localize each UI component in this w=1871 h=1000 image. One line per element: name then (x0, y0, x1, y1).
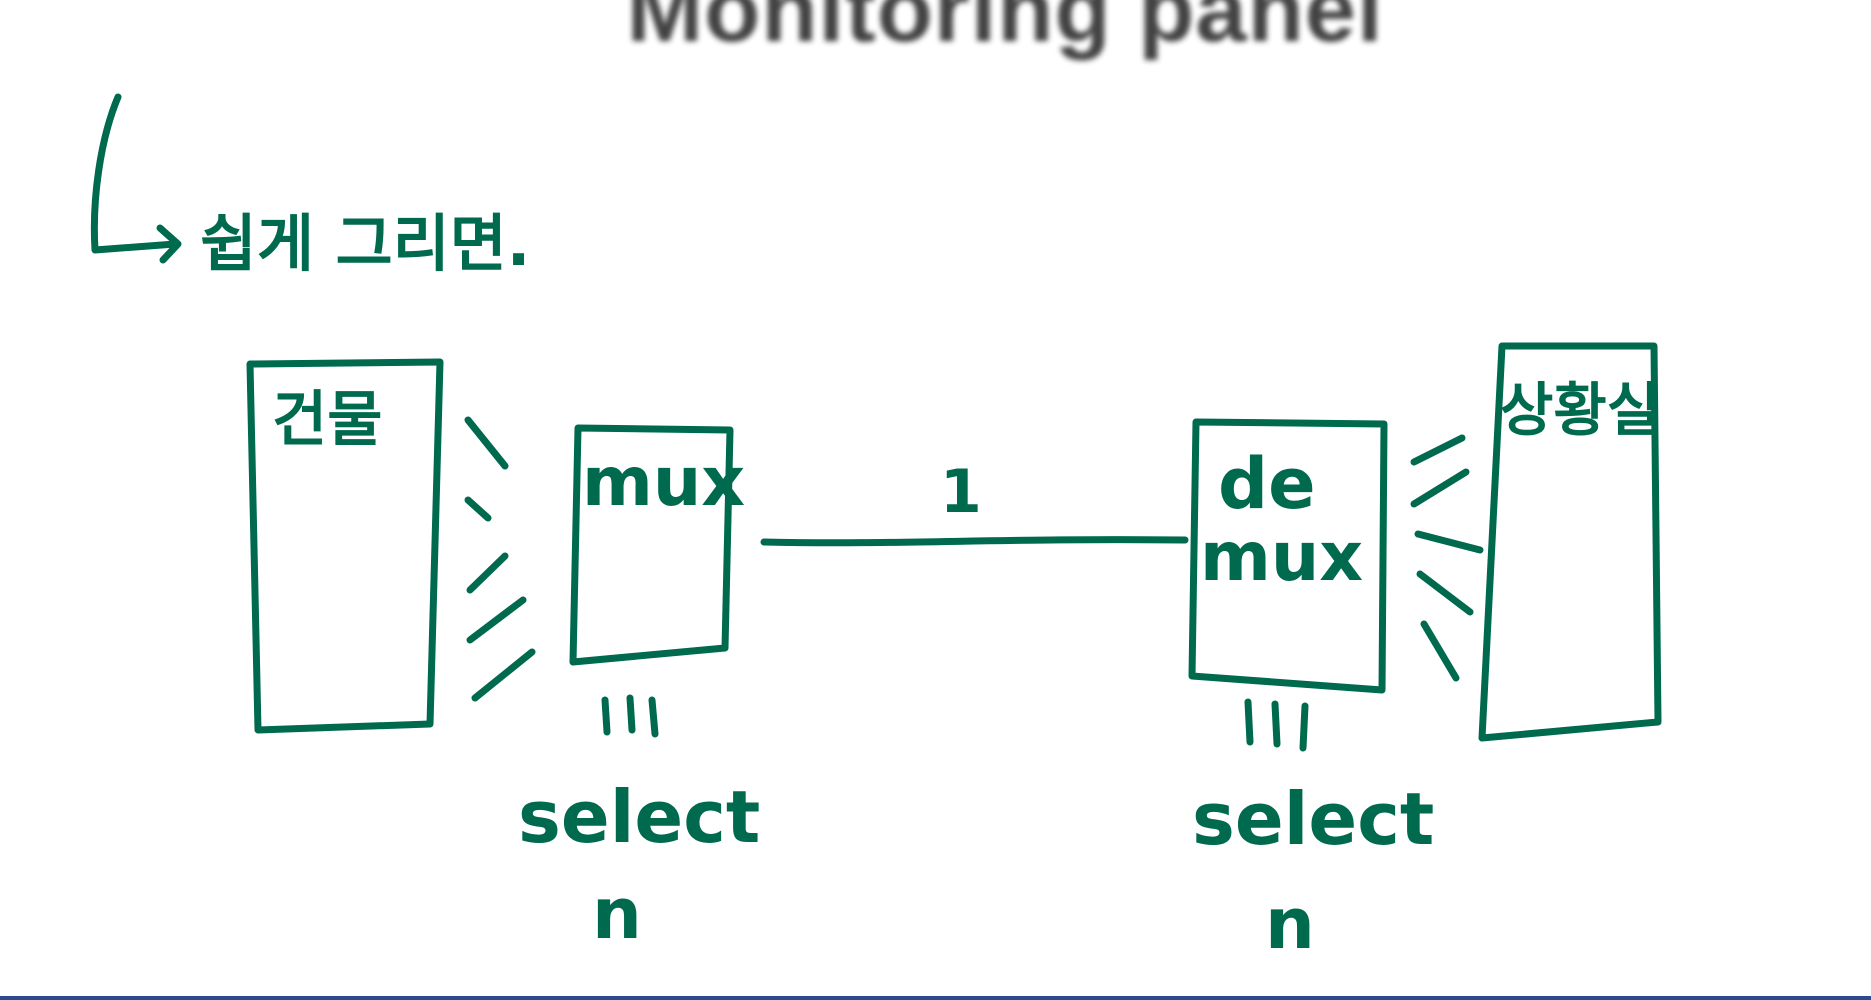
building-box (246, 358, 444, 734)
transmission-line (760, 536, 1189, 547)
output-lines (1410, 434, 1484, 682)
select-ticks-right (1244, 698, 1309, 752)
select-count-left: n (592, 873, 642, 955)
panel-title: Monitoring panel (626, 0, 1384, 61)
input-lines (464, 416, 536, 702)
bottom-border (0, 996, 1871, 1000)
select-ticks-left (601, 694, 659, 738)
select-label-left: select (518, 775, 760, 859)
mux-box (569, 424, 734, 666)
line-label: 1 (940, 457, 982, 527)
control-room-box (1478, 342, 1662, 742)
demux-box (1188, 418, 1388, 694)
control-room-label: 상황실 (1500, 376, 1660, 444)
demux-label-1: de (1218, 443, 1316, 525)
demux-label-2: mux (1200, 518, 1363, 597)
building-label: 건물 (272, 385, 382, 455)
note-text: 쉽게 그리면. (200, 207, 530, 280)
note-arrow (90, 93, 182, 264)
select-count-right: n (1265, 883, 1315, 965)
mux-label: mux (582, 443, 745, 522)
select-label-right: select (1192, 777, 1434, 861)
